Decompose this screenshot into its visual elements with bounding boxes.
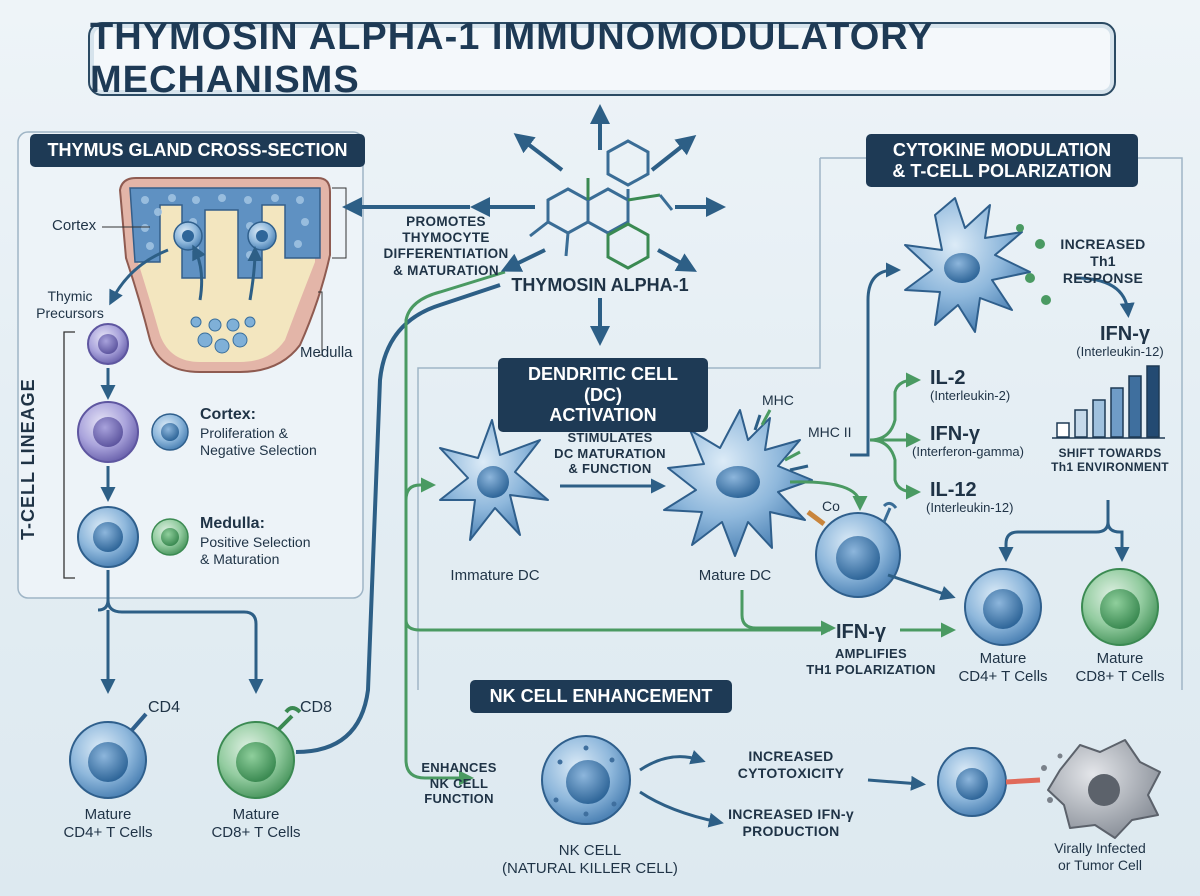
nk-header: NK CELL ENHANCEMENT <box>470 680 732 713</box>
th1-shift-bar-chart <box>1052 365 1165 439</box>
enhances-nk-label: ENHANCES NK CELL FUNCTION <box>421 760 497 807</box>
dc-header: DENDRITIC CELL (DC) ACTIVATION <box>498 358 708 433</box>
il12-sub: (Interleukin-12) <box>926 500 1014 515</box>
dc-activated-t-cell <box>806 501 901 598</box>
il12-label: IL-12 <box>930 479 977 501</box>
shift-th1-label: SHIFT TOWARDS Th1 ENVIRONMENT <box>1051 446 1169 475</box>
ifn-gamma-dc-label: IFN-γ <box>836 621 886 643</box>
increased-cytotoxicity-label: INCREASED CYTOTOXICITY <box>737 748 845 781</box>
ifn-gamma-label: IFN-γ <box>930 423 980 445</box>
mature-cd4-cell-right <box>964 568 1042 646</box>
mature-cd4-label-left: Mature CD4+ T Cells <box>63 806 153 841</box>
mature-cd8-cell-right <box>1081 568 1159 646</box>
thymic-precursor-cell <box>87 323 129 365</box>
mhc-label: MHC <box>762 392 794 408</box>
nk-cell <box>541 735 631 825</box>
increased-ifn-production-label: INCREASED IFN-γ PRODUCTION <box>728 806 854 839</box>
promotes-label: PROMOTES THYMOCYTE DIFFERENTIATION & MAT… <box>383 214 509 278</box>
mhc2-label: MHC II <box>808 424 852 440</box>
thymosin-label: THYMOSIN ALPHA-1 <box>511 275 689 295</box>
thymus-header: THYMUS GLAND CROSS-SECTION <box>30 134 365 167</box>
immature-dc-label: Immature DC <box>450 567 540 584</box>
nk-attacking-cell <box>937 747 1007 817</box>
thymosin-molecule <box>529 139 674 270</box>
tumor-cell <box>1041 739 1161 839</box>
mature-dendritic-cell <box>663 409 813 557</box>
cytokine-header: CYTOKINE MODULATION & T-CELL POLARIZATIO… <box>866 134 1138 188</box>
medulla-label: Medulla <box>300 344 353 361</box>
cd8-marker-label: CD8 <box>300 699 333 716</box>
ifn-gamma-sub: (Interferon-gamma) <box>912 444 1024 459</box>
t-cell-lineage-label: T-CELL LINEAGE <box>18 378 38 540</box>
co-label: Co <box>822 498 840 514</box>
cd4-marker-label: CD4 <box>148 699 181 716</box>
mature-cd4-label-right: Mature CD4+ T Cells <box>958 650 1048 685</box>
cortex-thymocyte-cell <box>77 401 189 463</box>
main-title-banner: THYMOSIN ALPHA-1 IMMUNOMODULATORY MECHAN… <box>88 16 1116 101</box>
tumor-cell-label: Virally Infected or Tumor Cell <box>1054 840 1146 873</box>
medulla-stage-desc: Positive Selection & Maturation <box>200 534 311 567</box>
mature-cd8-label-left: Mature CD8+ T Cells <box>211 806 301 841</box>
page-title: THYMOSIN ALPHA-1 IMMUNOMODULATORY MECHAN… <box>90 16 933 101</box>
mature-cd4-cell-left <box>69 712 148 799</box>
cortex-label: Cortex <box>52 217 97 234</box>
increased-th1-label: INCREASED Th1 RESPONSE <box>1060 236 1146 286</box>
cortex-stage-title: Cortex: <box>200 406 257 423</box>
mature-cd8-label-right: Mature CD8+ T Cells <box>1075 650 1165 685</box>
mature-dc-label: Mature DC <box>698 567 772 584</box>
ifn-top-label: IFN-γ <box>1100 323 1150 345</box>
medulla-stage-title: Medulla: <box>200 515 265 532</box>
cortex-stage-desc: Proliferation & Negative Selection <box>200 425 317 458</box>
immature-dendritic-cell <box>439 419 549 541</box>
il2-sub: (Interleukin-2) <box>930 388 1011 403</box>
stimulates-label: STIMULATES DC MATURATION & FUNCTION <box>554 430 666 477</box>
thymus-gland-illustration <box>118 177 331 373</box>
amplifies-label: AMPLIFIES TH1 POLARIZATION <box>806 646 936 677</box>
il2-label: IL-2 <box>930 367 966 389</box>
nk-cell-label: NK CELL (NATURAL KILLER CELL) <box>502 842 678 877</box>
mature-cd8-cell-left <box>217 706 302 799</box>
ifn-top-sub: (Interleukin-12) <box>1076 344 1164 359</box>
medulla-thymocyte-cell <box>77 506 189 568</box>
th1-dendritic-cell <box>904 197 1051 333</box>
thymic-precursors-label: Thymic Precursors <box>36 288 104 321</box>
